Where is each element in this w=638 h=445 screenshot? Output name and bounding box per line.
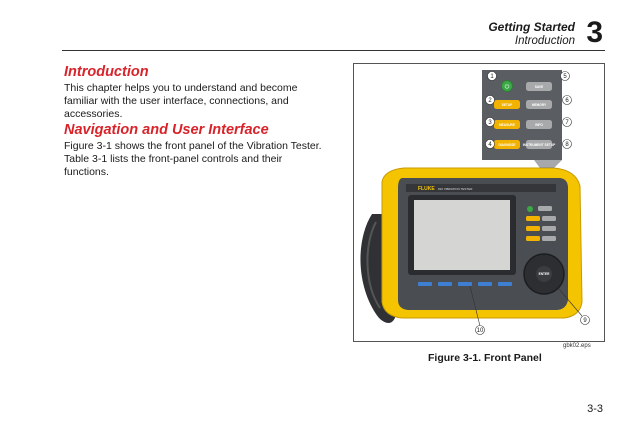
svg-text:5: 5 — [563, 74, 567, 80]
callout-10: 10 — [475, 325, 485, 335]
setup-button[interactable] — [494, 100, 520, 109]
power-icon: ⏻ — [505, 84, 510, 91]
setup-label: SETUP — [502, 103, 514, 107]
svg-text:3: 3 — [488, 120, 492, 126]
control-panel-inset: ⏻ SAVE SETUP MEMORY MEASURE INFO DIAGNOS… — [482, 70, 562, 168]
callout-8: 8 — [562, 139, 572, 149]
instrument-setup-label: INSTRUMENT SETUP — [523, 143, 556, 147]
device-btn-5[interactable] — [542, 226, 556, 231]
header-subtitle: Introduction — [514, 35, 575, 47]
svg-text:9: 9 — [583, 318, 587, 324]
enter-button[interactable] — [536, 266, 552, 282]
callout-4: 4 — [485, 139, 495, 149]
enter-label: ENTER — [539, 272, 551, 276]
callout-10-leader — [469, 285, 481, 327]
function-key-1[interactable] — [418, 282, 432, 286]
device-btn-6[interactable] — [526, 236, 540, 241]
callout-9-leader — [558, 288, 583, 317]
display-screen — [414, 200, 510, 270]
power-button[interactable] — [501, 80, 513, 92]
save-button[interactable] — [526, 82, 552, 91]
strap-inner — [366, 221, 381, 309]
memory-button[interactable] — [526, 100, 552, 109]
callout-9: 9 — [580, 315, 590, 325]
function-key-3[interactable] — [458, 282, 472, 286]
measure-label: MEASURE — [499, 123, 515, 127]
chapter-number: 3 — [586, 16, 603, 49]
function-key-5[interactable] — [498, 282, 512, 286]
info-label: INFO — [535, 123, 543, 127]
info-button[interactable] — [526, 120, 552, 129]
save-label: SAVE — [535, 85, 543, 89]
nav-heading: Navigation and User Interface — [64, 122, 269, 138]
svg-text:10: 10 — [477, 328, 484, 334]
nav-paragraph: Figure 3-1 shows the front panel of the … — [64, 140, 322, 178]
callout-2: 2 — [485, 95, 495, 105]
front-panel-figure: FLUKE 810 VIBRATION TESTER ENTER ⏻ — [353, 63, 605, 342]
svg-text:4: 4 — [488, 142, 492, 148]
device-btn-3[interactable] — [542, 216, 556, 221]
callout-7: 7 — [562, 117, 572, 127]
callout-5: 5 — [560, 71, 570, 81]
svg-text:7: 7 — [565, 120, 569, 126]
svg-text:2: 2 — [488, 98, 492, 104]
brand-strip — [406, 184, 556, 192]
svg-text:8: 8 — [565, 142, 569, 148]
diagnose-label: DIAGNOSE — [498, 143, 515, 147]
intro-heading: Introduction — [64, 64, 149, 80]
callout-6: 6 — [562, 95, 572, 105]
svg-text:1: 1 — [490, 74, 494, 80]
front-panel-illustration: FLUKE 810 VIBRATION TESTER ENTER ⏻ — [360, 70, 590, 335]
header-title: Getting Started — [488, 20, 575, 34]
function-key-2[interactable] — [438, 282, 452, 286]
callout-1: 1 — [487, 71, 497, 81]
header-rule — [62, 50, 605, 51]
figure-source-file: gbk02.eps — [563, 343, 591, 349]
function-key-4[interactable] — [478, 282, 492, 286]
model-label: 810 VIBRATION TESTER — [438, 187, 473, 191]
device-btn-1[interactable] — [538, 206, 552, 211]
figure-caption: Figure 3-1. Front Panel — [428, 352, 542, 364]
intro-paragraph: This chapter helps you to understand and… — [64, 82, 298, 120]
instrument-setup-button[interactable] — [526, 140, 552, 149]
device-btn-2[interactable] — [526, 216, 540, 221]
page-number: 3-3 — [587, 403, 603, 415]
callout-3: 3 — [485, 117, 495, 127]
brand-logo: FLUKE — [418, 186, 435, 192]
diagnose-button[interactable] — [494, 140, 520, 149]
memory-label: MEMORY — [532, 103, 547, 107]
device-btn-7[interactable] — [542, 236, 556, 241]
device-btn-4[interactable] — [526, 226, 540, 231]
device-power-button[interactable] — [527, 206, 533, 212]
running-header: Getting Started Introduction — [488, 20, 575, 48]
svg-text:6: 6 — [565, 98, 569, 104]
measure-button[interactable] — [494, 120, 520, 129]
